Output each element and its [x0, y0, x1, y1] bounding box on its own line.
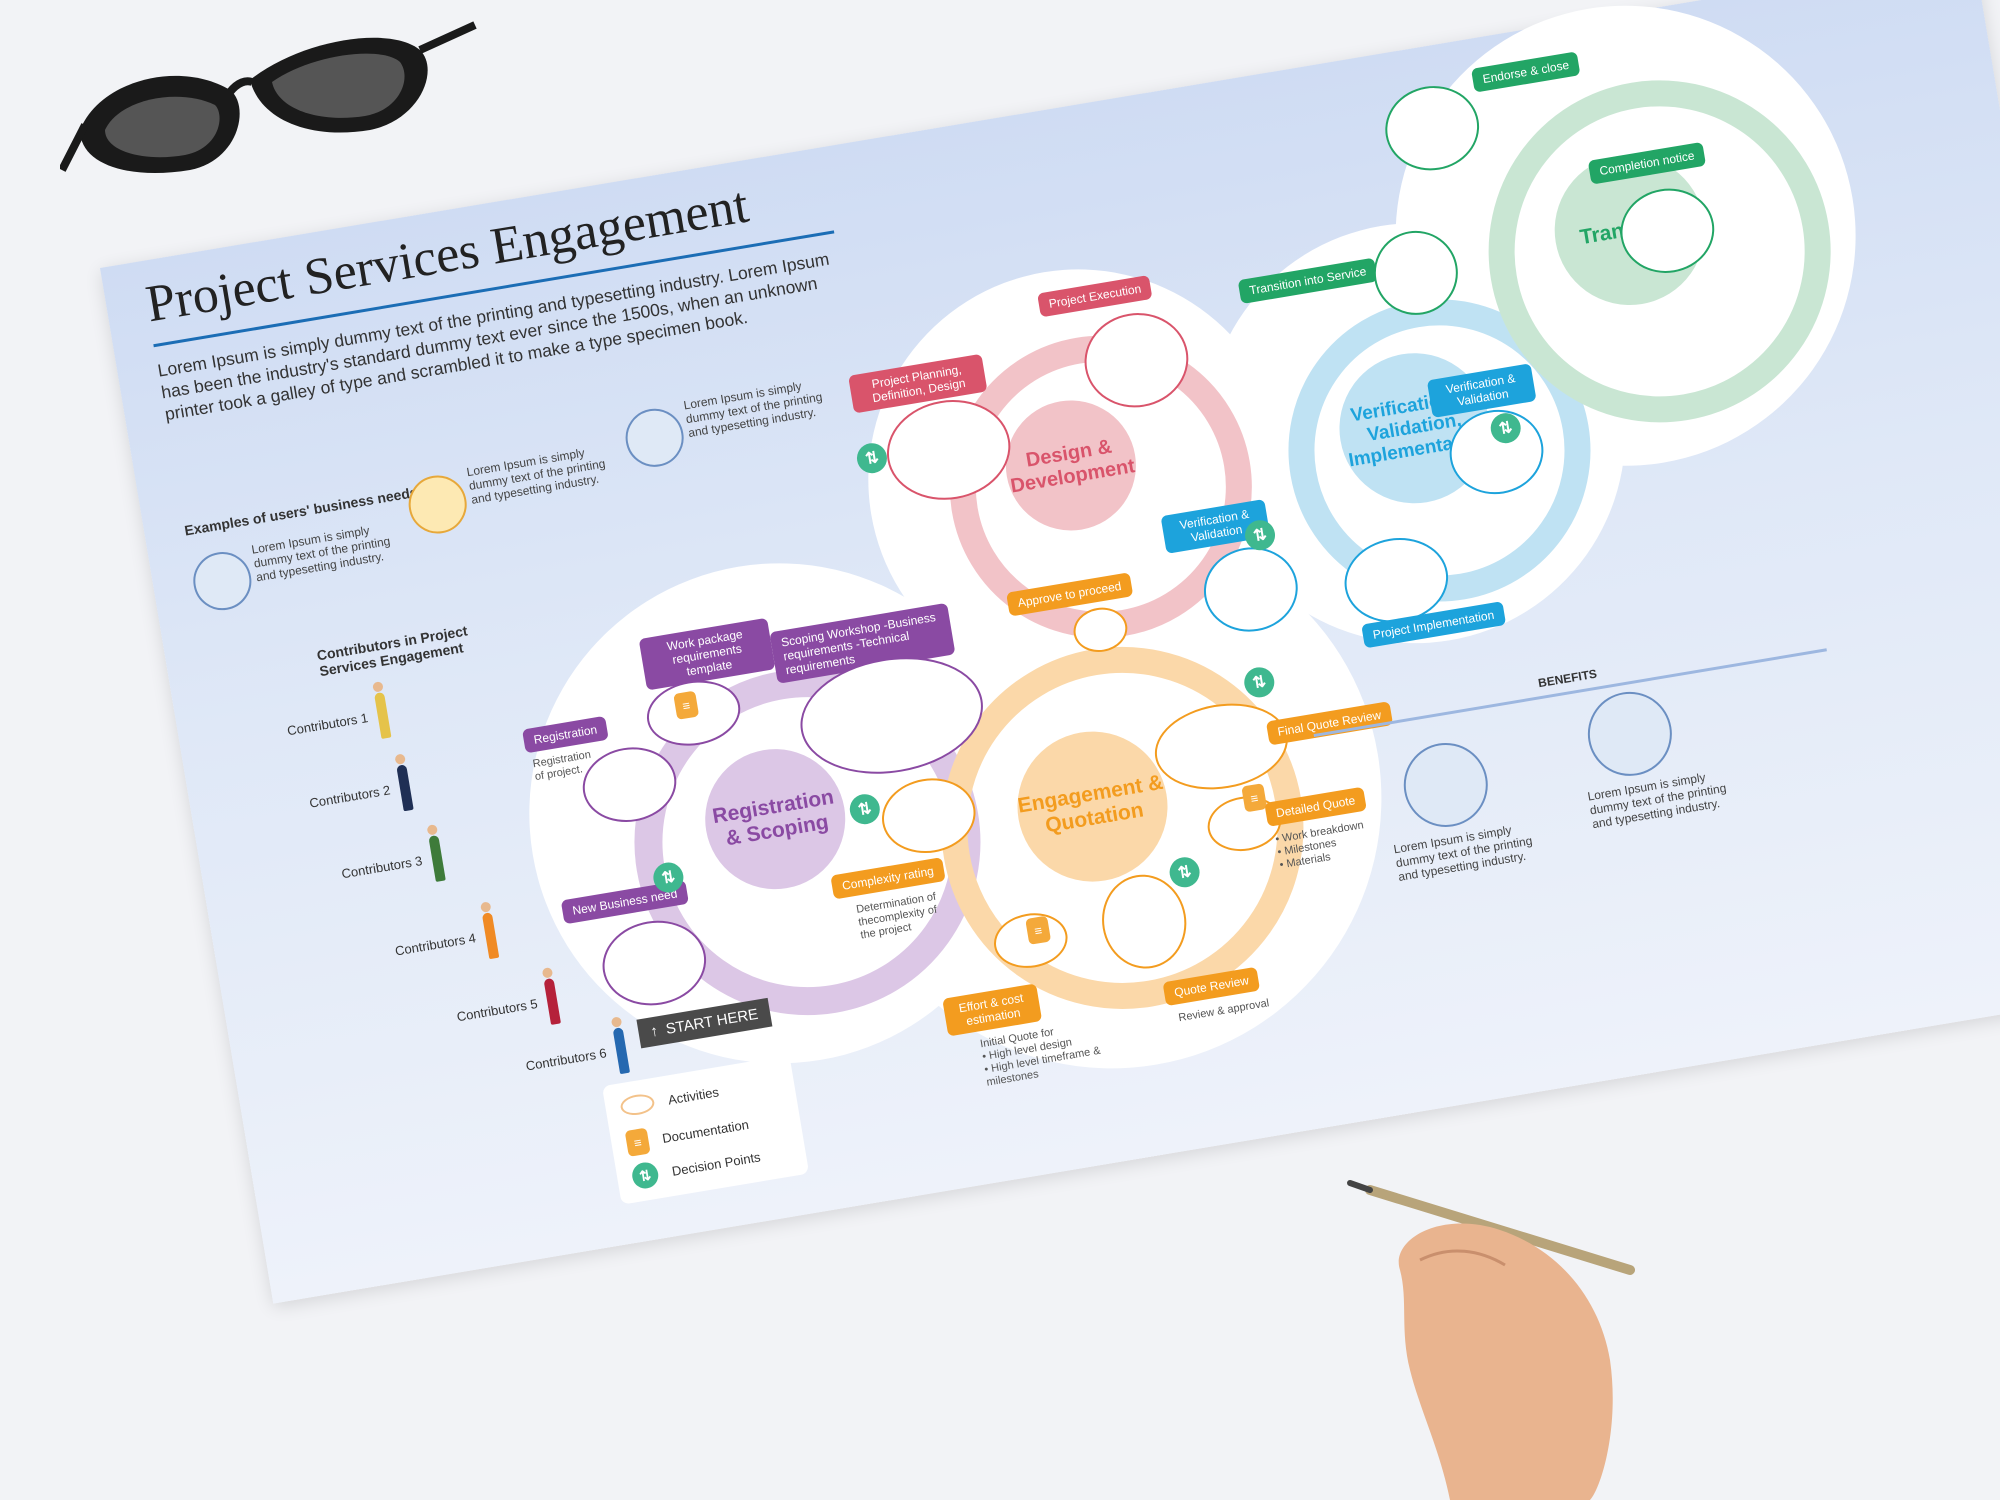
- poster: Project Services Engagement Lorem Ipsum …: [100, 0, 2000, 1304]
- contributor-label: Contributors 1: [286, 710, 370, 739]
- hand-with-pen-icon: [1347, 1180, 1635, 1500]
- computer-icon: [621, 404, 689, 472]
- legend-activities-label: Activities: [666, 1083, 720, 1108]
- contributor-figure-icon: [428, 834, 446, 882]
- contributor-label: Contributors 3: [340, 853, 424, 882]
- contributor-figure-icon: [543, 977, 561, 1025]
- contributor-label: Contributors 6: [524, 1045, 608, 1074]
- example-text-1: Lorem Ipsum is simply dummy text of the …: [250, 523, 392, 585]
- document-icon: ≡: [624, 1127, 651, 1157]
- contributor-label: Contributors 2: [308, 782, 392, 811]
- benefits-divider: [1313, 648, 1827, 738]
- document-icon: ≡: [673, 690, 700, 720]
- legend-decision-label: Decision Points: [670, 1148, 762, 1179]
- gears-icon: [1397, 736, 1495, 834]
- presentation-icon: [188, 547, 256, 615]
- legend-activities: Activities: [619, 1081, 720, 1118]
- example-text-2: Lorem Ipsum is simply dummy text of the …: [465, 445, 607, 507]
- contributor-figure-icon: [374, 691, 392, 739]
- contributor-figure-icon: [481, 912, 500, 960]
- contributors-heading: Contributors in Project Services Engagem…: [315, 622, 469, 680]
- document-icon: ≡: [1241, 783, 1268, 813]
- benefit-text-1: Lorem Ipsum is simply dummy text of the …: [1392, 822, 1534, 884]
- arrow-up-icon: ↑: [649, 1022, 660, 1041]
- activity-ellipse-icon: [619, 1092, 656, 1118]
- benefits-heading: BENEFITS: [1537, 666, 1598, 691]
- contributor-label: Contributors 4: [393, 930, 477, 959]
- contributor-label: Contributors 5: [455, 996, 539, 1025]
- contributor-figure-icon: [396, 764, 414, 812]
- eyeglasses-icon: [60, 21, 477, 174]
- legend: Activities ≡ Documentation ⇅ Decision Po…: [601, 1055, 810, 1205]
- presentation-icon: [1581, 685, 1679, 783]
- legend-documentation-label: Documentation: [661, 1116, 750, 1146]
- benefit-text-2: Lorem Ipsum is simply dummy text of the …: [1586, 770, 1728, 832]
- example-text-3: Lorem Ipsum is simply dummy text of the …: [682, 378, 824, 441]
- document-icon: ≡: [1025, 915, 1052, 945]
- lightbulb-icon: [404, 471, 472, 538]
- contributor-figure-icon: [612, 1027, 631, 1075]
- decision-point-icon: ⇅: [630, 1160, 661, 1191]
